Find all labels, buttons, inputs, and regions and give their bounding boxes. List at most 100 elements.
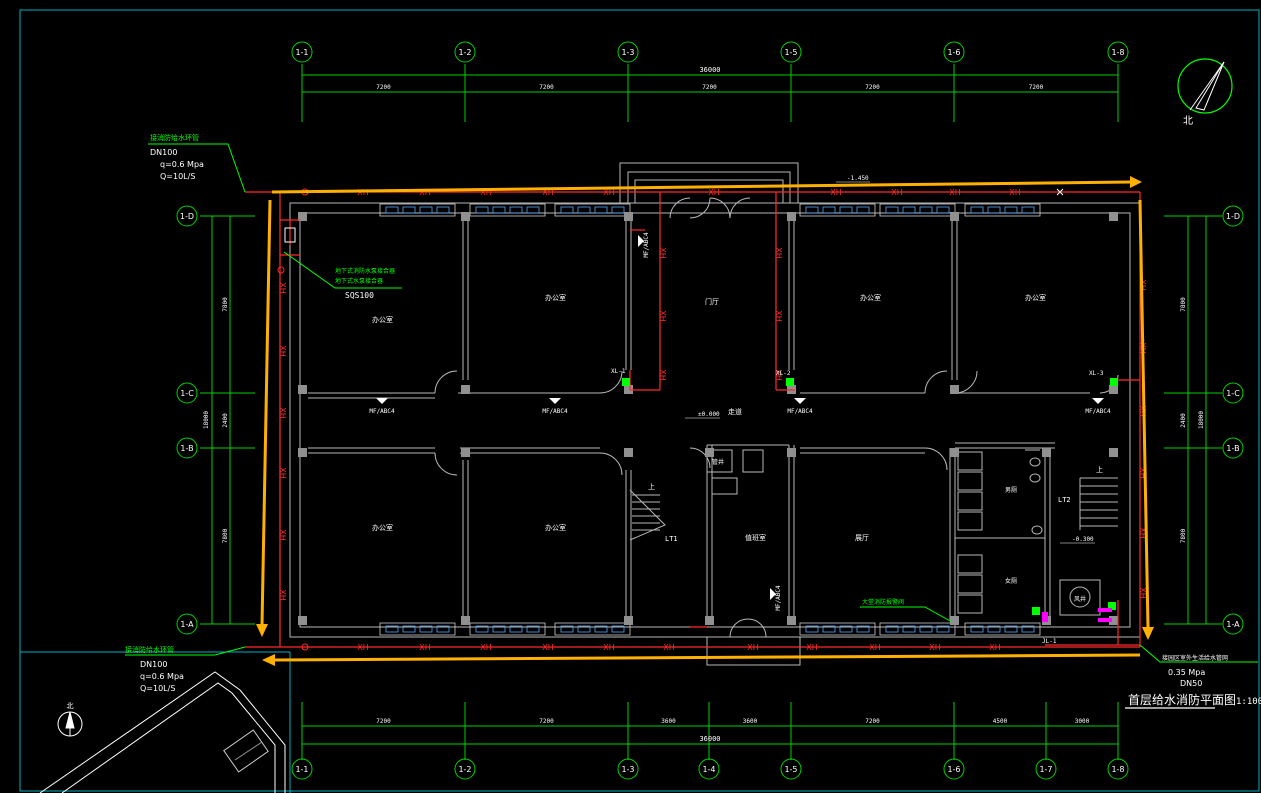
pipe-label: XH	[1138, 527, 1147, 539]
drawing-title: 首层给水消防平面图	[1128, 692, 1236, 707]
room-office-3: 办公室	[860, 293, 881, 302]
right-dimension-lines	[1164, 215, 1222, 625]
axis-bubble	[698, 758, 720, 780]
note-bottom-left-dn: DN100	[140, 660, 167, 669]
riser-marks	[622, 378, 1118, 622]
bottom-dimension-lines	[301, 702, 1119, 760]
column	[950, 616, 959, 625]
room-stair-lt2: LT2	[1058, 496, 1071, 504]
north-label: 北	[1183, 115, 1193, 127]
window-pane	[805, 625, 819, 633]
windows	[379, 203, 1041, 636]
window	[964, 622, 1041, 636]
pipe-label: XH	[708, 188, 720, 197]
window	[799, 622, 876, 636]
column	[624, 448, 633, 457]
window	[554, 622, 631, 636]
span-dimension: 7200	[539, 718, 554, 725]
hydrant-symbol	[376, 398, 388, 404]
pipe-label: XH	[929, 643, 941, 652]
bottom-total-dimension: 36000	[699, 735, 720, 743]
axis-bubble	[780, 41, 802, 63]
pipe-label: XH	[357, 643, 369, 652]
column	[624, 616, 633, 625]
column	[1042, 448, 1051, 457]
window-pane	[419, 625, 433, 633]
note-bottom-right-title: 接园区室外生活给水管网	[1162, 654, 1228, 662]
structural-columns	[298, 212, 1118, 625]
room-labels: 办公室 办公室 门厅 办公室 办公室 走道 办公室 办公室 LT1 值班室 展厅…	[372, 293, 1103, 603]
window-pane	[509, 206, 523, 214]
window-pane	[475, 206, 489, 214]
axis-bubble	[1107, 41, 1129, 63]
axis-bubble	[176, 205, 198, 227]
axis-bubble	[1035, 758, 1057, 780]
window-pane	[594, 206, 608, 214]
note-connector-line2: 地下式水泵接合器	[335, 277, 383, 285]
riser-label-xl2: XL-2	[776, 370, 791, 377]
pipe-label: XH	[357, 188, 369, 197]
span-dimension: 3600	[661, 718, 676, 725]
window-pane	[560, 625, 574, 633]
axis-label: 1-1	[295, 48, 308, 57]
window-pane	[970, 206, 984, 214]
left-total-dimension: 18000	[203, 411, 210, 429]
axis-bubble	[1222, 613, 1244, 635]
pipe-label: XH	[542, 188, 554, 197]
sheet-frame	[19, 9, 1260, 793]
elevation-toilet: -0.300	[1072, 536, 1094, 543]
top-total-dimension: 36000	[699, 66, 720, 74]
right-total-dimension: 18000	[1198, 411, 1205, 429]
column	[950, 385, 959, 394]
pipe-label: XH	[658, 247, 667, 259]
axis-label: 1-C	[1226, 389, 1240, 398]
note-connector-line1: 地下式消防水泵接合器	[335, 267, 395, 275]
window-pane	[436, 206, 450, 214]
pipe-label: XH	[774, 247, 783, 259]
axis-label: 1-B	[1226, 444, 1239, 453]
window-pane	[385, 206, 399, 214]
span-dimension: 2400	[1180, 413, 1187, 428]
span-dimension: 7800	[222, 297, 229, 312]
hydrant-label: MF/ABC4	[775, 585, 782, 611]
note-bottom-left-title: 接消防给水环管	[125, 645, 174, 654]
window-pane	[805, 206, 819, 214]
span-dimension: 7200	[376, 718, 391, 725]
span-dimension: 7200	[865, 718, 880, 725]
hydrant-symbol	[1092, 398, 1104, 404]
pipe-label: XH	[542, 643, 554, 652]
pipe-label: XH	[774, 369, 783, 381]
axis-label: 1-A	[180, 620, 194, 629]
window	[799, 203, 876, 217]
window-pane	[419, 206, 433, 214]
hydrant-label: MF/ABC4	[542, 408, 568, 415]
left-dimension-lines	[200, 215, 255, 625]
building-walls	[289, 162, 1141, 666]
span-dimension: 7200	[865, 84, 880, 91]
column	[950, 212, 959, 221]
span-dimension: 7200	[376, 84, 391, 91]
elevation-top: -1.450	[847, 175, 869, 182]
note-top-left-dn: DN100	[150, 148, 177, 157]
room-office-2: 办公室	[545, 293, 566, 302]
room-wc-female: 女厕	[1005, 577, 1017, 585]
flow-arrows	[256, 176, 1154, 666]
window	[469, 622, 546, 636]
pipe-label: XH	[480, 188, 492, 197]
pipe-label: XH	[663, 643, 675, 652]
window-pane	[822, 625, 836, 633]
room-duty: 值班室	[745, 533, 766, 542]
axis-bubble	[1107, 758, 1129, 780]
axis-bubble	[291, 758, 313, 780]
north-arrow	[1177, 58, 1233, 114]
window-pane	[402, 206, 416, 214]
window-pane	[902, 206, 916, 214]
window-pane	[385, 625, 399, 633]
window	[469, 203, 546, 217]
pipe-label: XH	[1138, 467, 1147, 479]
column	[705, 448, 714, 457]
